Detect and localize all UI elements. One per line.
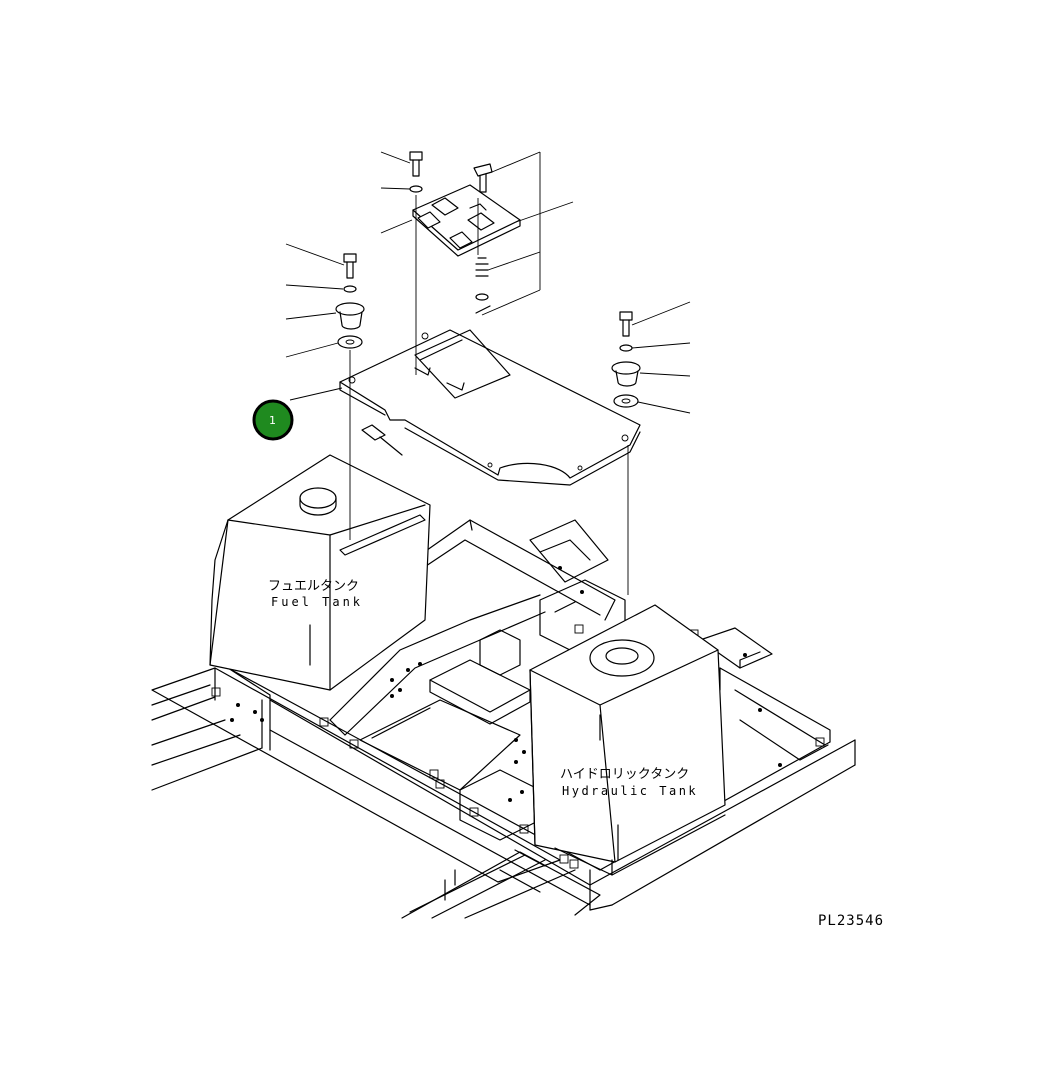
fuel-tank-label-jp: フュエルタンク	[268, 579, 359, 594]
hydraulic-tank-label-jp: ハイドロリックタンク	[560, 767, 689, 782]
callout-1[interactable]: 1	[252, 399, 294, 441]
fuel-tank-label-en: Fuel Tank	[271, 595, 363, 609]
fuel-tank: フュエルタンク Fuel Tank	[209, 454, 431, 691]
leader-lines	[285, 151, 691, 414]
hardware-right	[611, 311, 641, 595]
hydraulic-tank: ハイドロリックタンク Hydraulic Tank	[529, 604, 726, 876]
hardware-top	[409, 151, 493, 375]
drawing-code: PL23546	[818, 913, 884, 929]
cover-plate	[339, 329, 641, 486]
inspection-plate	[412, 184, 521, 257]
chassis-frame	[151, 519, 856, 919]
callout-number: 1	[269, 414, 276, 427]
hardware-left	[335, 253, 365, 540]
hydraulic-tank-label-en: Hydraulic Tank	[562, 784, 698, 798]
